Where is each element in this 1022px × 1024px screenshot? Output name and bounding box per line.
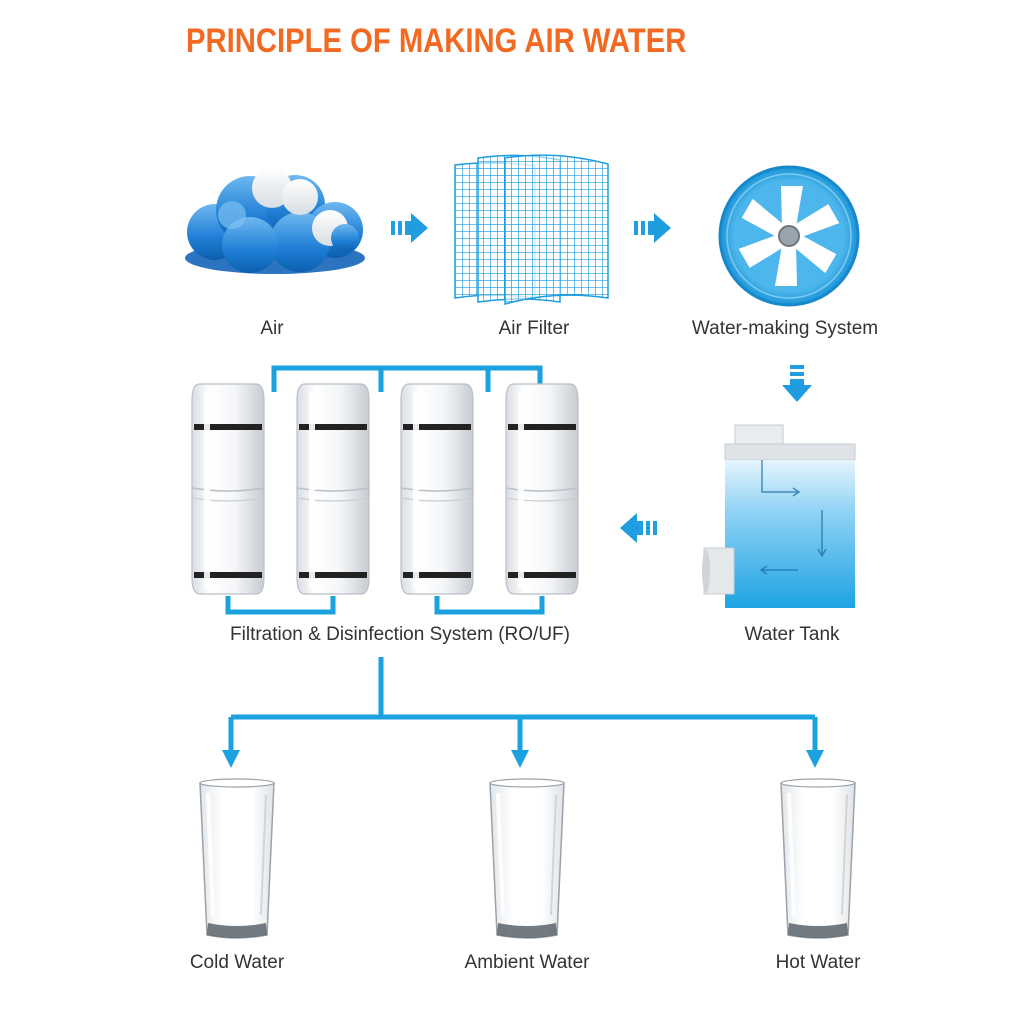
label-water-making-system: Water-making System [691, 318, 879, 339]
fan-icon [718, 165, 860, 307]
cloud-icon [185, 168, 365, 274]
tank-icon [702, 424, 856, 608]
glasses [199, 778, 856, 939]
label-hot-water: Hot Water [775, 952, 861, 973]
filter-cartridge-icon [400, 383, 474, 595]
connecting-pipes [225, 365, 545, 615]
glass-icon [780, 778, 856, 939]
glass-icon [489, 778, 565, 939]
label-ambient-water: Ambient Water [464, 952, 590, 973]
flow-arrow-right-icon [391, 213, 428, 243]
label-air: Air [260, 318, 284, 339]
flow-arrow-right-icon [634, 213, 671, 243]
flow-arrow-left-icon [620, 513, 657, 543]
label-water-tank: Water Tank [744, 624, 840, 645]
filter-cartridge-icon [191, 383, 265, 595]
flow-arrow-down-icon [782, 365, 812, 402]
distribution-pipes [228, 657, 818, 752]
glass-icon [199, 778, 275, 939]
label-air-filter: Air Filter [498, 318, 570, 339]
label-cold-water: Cold Water [189, 952, 285, 973]
filter-cartridge-icon [296, 383, 370, 595]
filter-cartridges [191, 383, 579, 595]
label-filtration-system: Filtration & Disinfection System (RO/UF) [230, 624, 570, 645]
diagram-title: PRINCIPLE OF MAKING AIR WATER [186, 22, 687, 60]
filter-mesh-icon [454, 154, 609, 305]
distribution-arrowheads [222, 750, 824, 768]
filter-cartridge-icon [505, 383, 579, 595]
